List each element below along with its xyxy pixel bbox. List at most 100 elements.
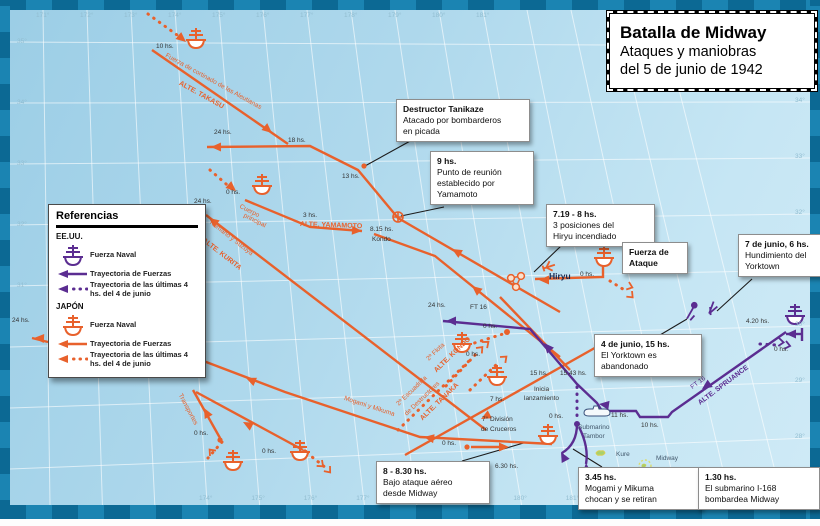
attack-force-ship-icon <box>594 246 614 268</box>
crashed-plane-icon <box>541 260 556 272</box>
map-label-tanikaze-13hs: 13 hs. <box>342 173 360 180</box>
route-arrowhead <box>204 408 213 419</box>
axis-label-right: 32° <box>795 209 805 216</box>
route-arrowhead <box>225 181 236 191</box>
legend-row-us-force: Fuerza Naval <box>56 242 198 268</box>
point-markers <box>217 163 718 473</box>
map-label-tambor-l1: Submarino <box>578 424 610 431</box>
route-arrowhead <box>211 142 221 152</box>
callout-line: Hundimiento del <box>745 250 807 261</box>
connector-yorktown-sinking <box>716 278 753 312</box>
kondo-fleet-ship-icon-1 <box>452 332 472 354</box>
axis-label-right: 29° <box>795 377 805 384</box>
trail-chevron <box>481 340 490 349</box>
connector-reunion <box>400 206 445 217</box>
axis-label-right: 30° <box>795 321 805 328</box>
legend-us-trajectory-label: Trayectoria de Fuerzas <box>90 269 172 279</box>
axis-label-top: 172° <box>80 12 94 19</box>
route-arrowhead <box>599 400 610 410</box>
spruance-tf16-ship-icon <box>785 304 805 326</box>
axis-label-left: 33° <box>17 160 27 167</box>
mogami-route <box>192 355 553 446</box>
map-label-launch-15hs: 15 hs. <box>530 370 548 377</box>
tf16-hook-2 <box>577 426 588 465</box>
legend-us-label: EE.UU. <box>56 232 83 241</box>
map-label-tambor-l2: Tambor <box>583 433 605 440</box>
callout-line: Yamamoto <box>437 189 478 200</box>
callout-line: desde Midway <box>383 488 438 499</box>
map-label-kondo2-0hs-b: 0 hs. <box>466 351 481 358</box>
route-arrowhead <box>539 275 549 285</box>
route-arrowhead <box>34 334 45 344</box>
map-label-tambor-0hs: 0 hs. <box>549 413 564 420</box>
map-label-launch-l1: Inicia <box>534 386 550 393</box>
yorktown-capsized-icon <box>708 301 718 316</box>
map-label-hs630: 6.30 hs. <box>495 463 519 470</box>
callout-line: abandonado <box>601 361 649 372</box>
legend-us-force-label: Fuerza Naval <box>90 250 137 260</box>
frame-left <box>0 0 10 526</box>
axis-label-right: 28° <box>795 433 805 440</box>
spruance-trail <box>758 342 778 347</box>
map-label-kurita-24hs: 24 hs. <box>194 198 212 205</box>
axis-label-top: 179° <box>388 12 402 19</box>
legend-row-us-trajectory: Trayectoria de Fuerzas <box>56 269 198 279</box>
yorktown-sinking-icon <box>686 301 698 321</box>
transport-route-2 <box>195 390 304 452</box>
axis-label-top: 171° <box>36 12 50 19</box>
axis-label-left: 35° <box>17 38 27 45</box>
map-label-seven-hs: 7 hs. <box>490 396 505 403</box>
route-arrowhead <box>246 377 257 387</box>
map-label-div7-0hs: 0 hs. <box>442 440 457 447</box>
route-arrowhead <box>261 123 272 133</box>
map-label-takasu-10hs: 10 hs. <box>156 43 174 50</box>
legend-row-jp-last-hours: Trayectoria de las últimas 4 hs. del 4 d… <box>56 350 198 369</box>
map-subtitle-1: Ataques y maniobras <box>620 44 757 61</box>
axis-label-bottom: 181° <box>565 495 580 502</box>
route-arrowhead <box>499 442 509 452</box>
map-label-kondo-name: Kondo <box>372 236 391 243</box>
us-dotted-trajectory-icon <box>56 284 90 294</box>
axis-label-top: 176° <box>256 12 270 19</box>
route-arrowhead <box>243 422 254 431</box>
map-subtitle-2: del 5 de junio de 1942 <box>620 62 763 79</box>
callout-line: 3.45 hs. <box>585 472 617 482</box>
route-arrowhead <box>472 286 483 296</box>
legend-title: Referencias <box>56 210 198 228</box>
callout-line: Ataque <box>629 258 658 269</box>
callout-line: bombardea Midway <box>705 494 780 505</box>
legend-row-jp-trajectory: Trayectoria de Fuerzas <box>56 339 198 349</box>
connector-tanikaze <box>364 139 413 167</box>
legend-jp-force-label: Fuerza Naval <box>90 320 137 330</box>
callout-line: Yorktown <box>745 261 780 272</box>
callout-line: en picada <box>403 126 440 137</box>
legend-references: Referencias EE.UU. Fuerza Naval <box>48 204 206 378</box>
seven-hs-route <box>404 343 601 457</box>
map-label-spruance-420: 4.20 hs. <box>746 318 770 325</box>
axis-label-left: 32° <box>17 221 27 228</box>
axis-label-bottom: 180° <box>513 495 527 502</box>
frame-bottom-margin <box>0 519 820 526</box>
route-arrowhead <box>544 343 554 354</box>
callout-line: 7 de junio, 6 hs. <box>745 239 809 249</box>
axis-label-top: 181° <box>476 12 490 19</box>
map-label-launch-1543: 15.43 hs. <box>560 370 587 377</box>
route-arrowhead <box>786 329 796 339</box>
us-trajectory-arrow-icon <box>56 269 90 279</box>
kurita-route <box>205 214 487 431</box>
map-label-trans-0hs-b: 0 hs. <box>262 448 277 455</box>
axis-label-top: 174° <box>168 12 182 19</box>
callout-line: 7.19 - 8 hs. <box>553 209 597 219</box>
callout-line: chocan y se retiran <box>585 494 657 505</box>
map-label-midway: Midway <box>656 455 679 462</box>
connector-hiryu-positions <box>533 244 563 273</box>
map-label-kondo2-0hs-a: 0 hs. <box>483 323 498 330</box>
route-arrowhead <box>209 218 220 228</box>
axis-label-bottom: 177° <box>356 495 370 502</box>
axis-label-top: 175° <box>212 12 226 19</box>
trail-chevron <box>783 340 792 350</box>
